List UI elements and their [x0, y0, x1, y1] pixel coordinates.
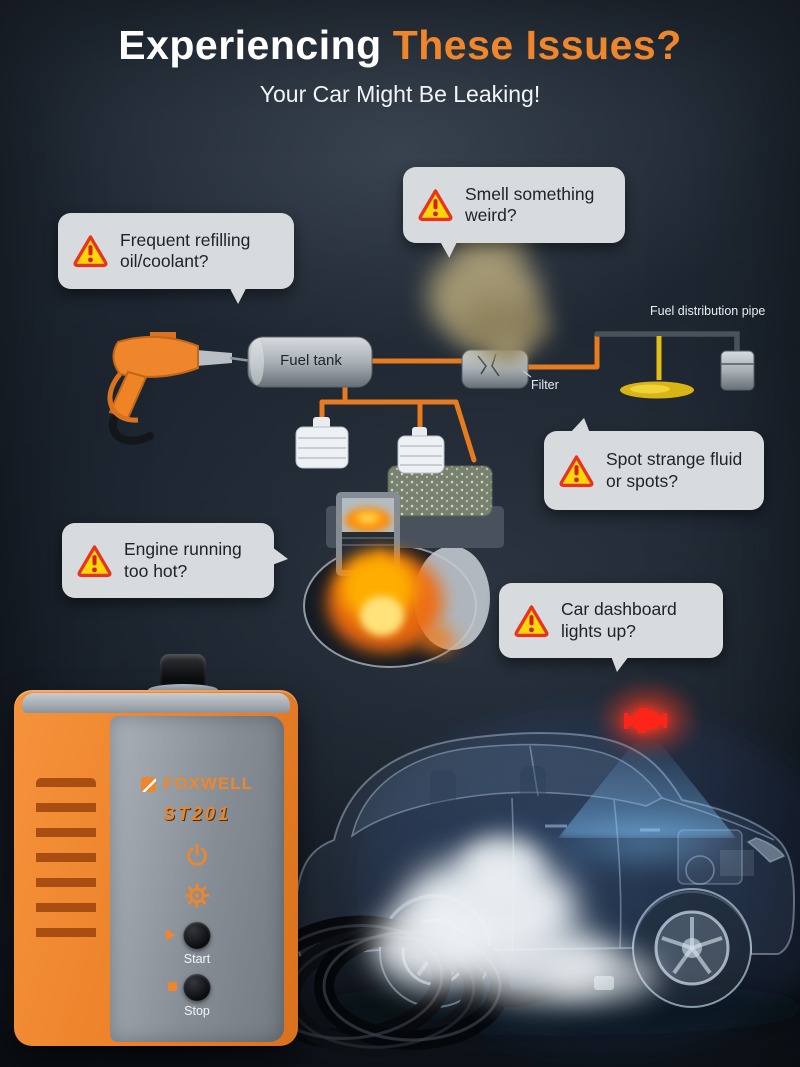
fuel-distribution-pipe-illustration	[594, 331, 755, 399]
speech-bubble-spots: Spot strange fluid or spots?	[544, 418, 764, 510]
bubble-tail	[611, 656, 629, 672]
device-start-button	[183, 922, 211, 949]
distribution-pipe-label: Fuel distribution pipe	[650, 304, 766, 318]
speech-bubble-engine-hot: Engine running too hot?	[62, 523, 288, 598]
engine-illustration	[295, 417, 504, 668]
bubble-text: Smell something weird?	[465, 183, 595, 225]
engine-flames	[327, 548, 456, 653]
stop-square-icon	[168, 982, 177, 991]
smoke-machine: FOXWELL ST201 Start Stop	[12, 650, 300, 1050]
title-text-orange: These Issues?	[392, 22, 682, 68]
warning-icon	[72, 234, 109, 268]
speech-bubble-refill: Frequent refilling oil/coolant?	[58, 213, 294, 305]
check-engine-icon	[622, 700, 668, 736]
device-front-panel: FOXWELL ST201 Start Stop	[110, 716, 284, 1042]
bubble-text: Car dashboard lights up?	[561, 599, 677, 641]
gear-icon	[184, 882, 211, 909]
brand-name: FOXWELL	[162, 774, 254, 793]
bubble-text: Frequent refilling oil/coolant?	[120, 229, 251, 271]
white-smoke	[462, 836, 542, 892]
bubble-text: Engine running too hot?	[124, 539, 242, 581]
fuel-nozzle-illustration	[107, 332, 253, 445]
warning-icon	[76, 544, 113, 578]
valve-cover	[387, 465, 493, 517]
start-button-label: Start	[183, 952, 211, 966]
car-windows	[350, 743, 664, 838]
spark-plug-insulators	[295, 417, 445, 474]
device-body: FOXWELL ST201 Start Stop	[14, 690, 298, 1046]
brand-logo: FOXWELL	[110, 774, 284, 794]
leak-smoke-cloud	[488, 333, 528, 363]
page-subtitle: Your Car Might Be Leaking!	[259, 81, 541, 107]
front-wheel	[632, 888, 752, 1008]
power-icon	[184, 842, 210, 868]
warning-icon	[558, 454, 595, 488]
device-top-face	[22, 693, 290, 713]
bubble-tail	[435, 239, 457, 259]
device-vents	[36, 778, 96, 950]
bubble-text: Spot strange fluid or spots?	[606, 449, 743, 491]
model-number: ST201	[162, 804, 232, 824]
stop-button-label: Stop	[184, 1004, 210, 1018]
speech-bubble-smell: Smell something weird?	[403, 167, 625, 259]
injector-illustration	[720, 350, 755, 391]
speech-bubble-dashboard: Car dashboard lights up?	[499, 583, 723, 672]
title-text-white: Experiencing	[118, 22, 382, 68]
car-seat	[520, 766, 546, 810]
headlight	[746, 837, 786, 863]
hood-blue-glow	[545, 806, 755, 876]
foxwell-logo-icon	[140, 776, 156, 792]
fuel-tank-illustration	[247, 336, 373, 388]
white-smoke	[545, 950, 660, 1002]
start-arrow-icon	[166, 929, 181, 941]
warning-icon	[417, 188, 454, 222]
fuel-tank-label: Fuel tank	[280, 352, 342, 369]
bubble-tail	[570, 418, 590, 433]
device-stop-button	[183, 974, 211, 1001]
filter-label: Filter	[531, 378, 559, 392]
warning-icon	[513, 604, 550, 638]
car-seat	[430, 770, 456, 810]
engine-bay	[677, 829, 743, 885]
bubble-tail	[272, 547, 288, 565]
